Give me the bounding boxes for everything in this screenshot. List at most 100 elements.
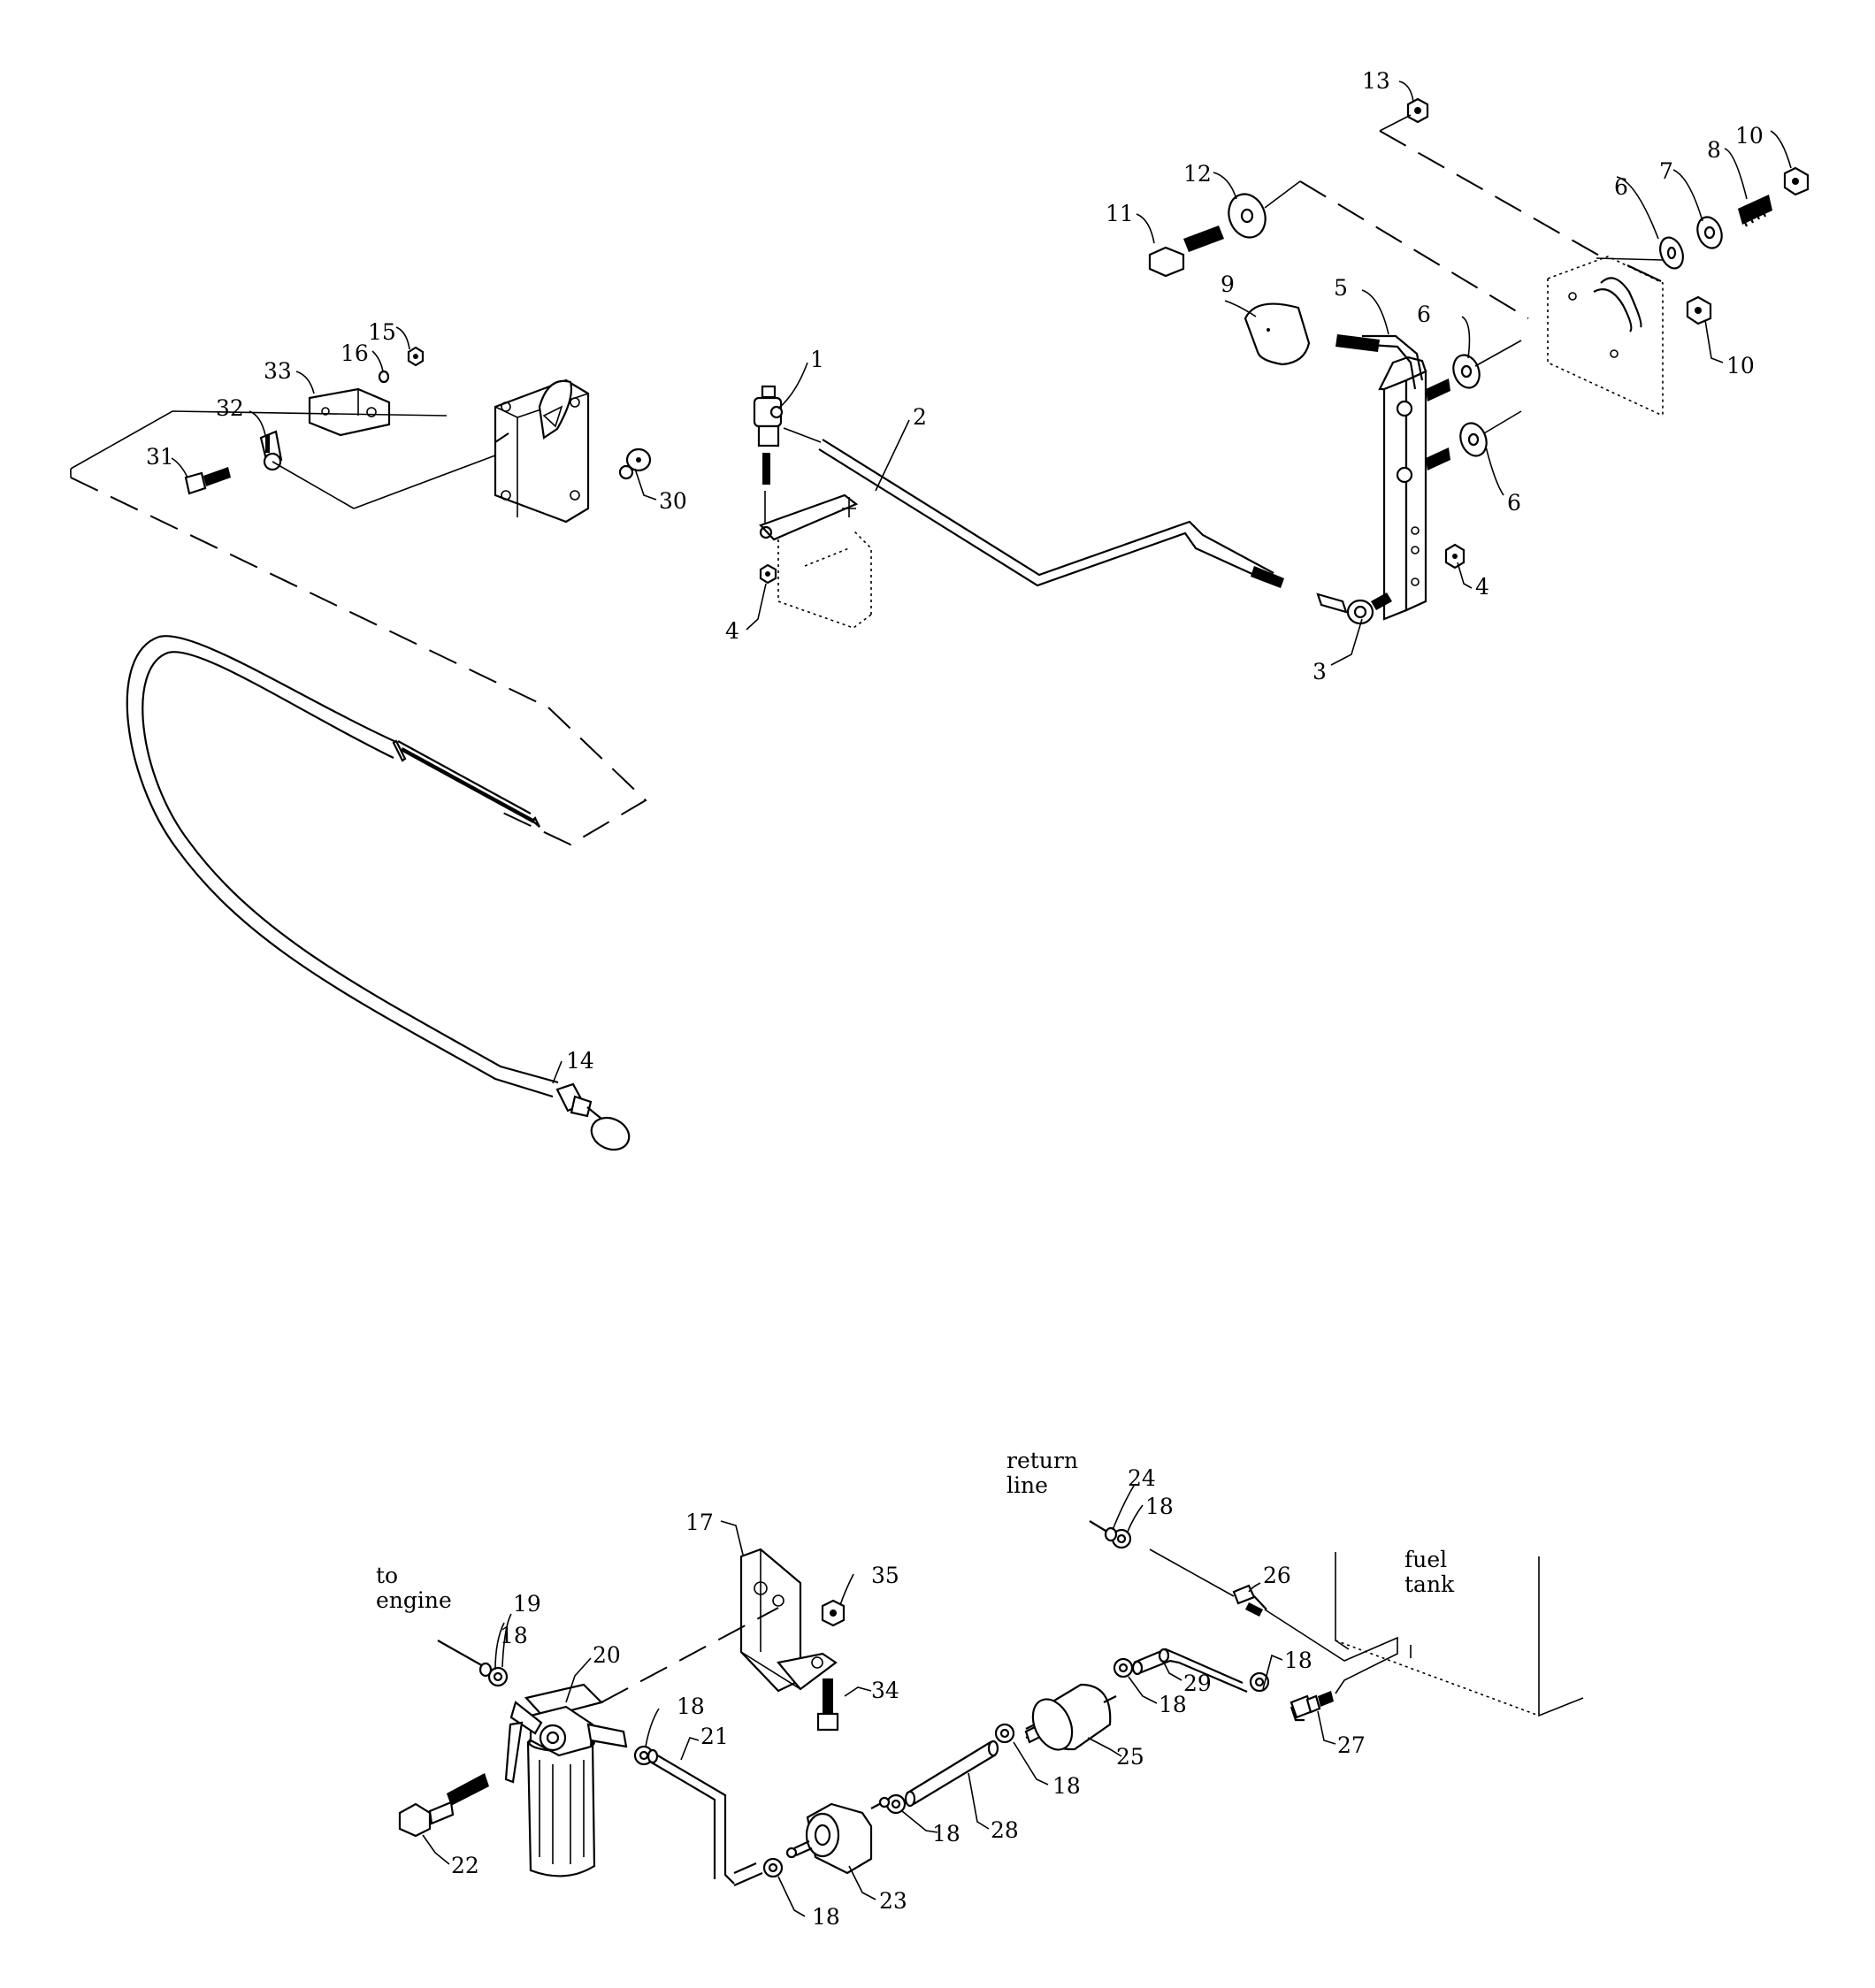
fuel-pump: [785, 1796, 891, 1875]
ball-joint: [753, 385, 784, 526]
callout-31: 31: [146, 444, 174, 470]
callout-labels: 1 2 3 4 4 5 6 6 6 7 8 9 10 10 11 12 13 1…: [146, 68, 1764, 1930]
hose-clamp-filter-inlet: [994, 1723, 1015, 1744]
governor-lever: [1335, 334, 1450, 621]
callout-16: 16: [341, 340, 369, 366]
angle-bracket: [308, 387, 391, 437]
callout-17: 17: [685, 1510, 714, 1535]
callout-13: 13: [1362, 68, 1390, 94]
callout-8: 8: [1707, 137, 1721, 163]
callout-34: 34: [871, 1678, 899, 1703]
hose-clamp-pump-outlet: [885, 1793, 907, 1815]
throttle-cable: [126, 635, 631, 1151]
throttle-mount-plate: [494, 378, 590, 524]
callout-14: 14: [566, 1048, 594, 1074]
large-washer: [1228, 193, 1267, 239]
inline-fuel-filter: [1024, 1683, 1117, 1751]
lever-washer-lower: [1459, 422, 1488, 457]
callout-2: 2: [913, 404, 927, 430]
fuel-system-group: [398, 1520, 1584, 1887]
callout-18-return: 18: [1145, 1494, 1174, 1519]
throttle-link-group: [753, 385, 1284, 629]
return-fitting: [1232, 1584, 1267, 1617]
callout-18-filter-outlet: 18: [677, 1694, 705, 1719]
note-return-line-2: line: [1006, 1472, 1048, 1498]
callout-25: 25: [1116, 1744, 1144, 1770]
callout-22: 22: [451, 1853, 479, 1878]
note-fuel-tank-1: fuel: [1404, 1547, 1447, 1572]
nut-small: [407, 346, 425, 367]
callout-20: 20: [593, 1642, 621, 1668]
callout-26: 26: [1263, 1563, 1291, 1588]
filter-bracket: [739, 1548, 838, 1693]
callout-11: 11: [1106, 201, 1134, 226]
spacer-washer-top: [1659, 236, 1684, 270]
pump-to-filter-hose: [904, 1740, 999, 1808]
callout-7: 7: [1659, 158, 1673, 184]
callout-9: 9: [1221, 271, 1235, 297]
callout-18-inline-filter: 18: [1052, 1773, 1081, 1799]
throttle-arm: [759, 493, 872, 629]
callout-18-pump-inlet: 18: [812, 1904, 840, 1930]
bracket-nut: [821, 1599, 846, 1627]
callout-6-lower: 6: [1507, 490, 1521, 516]
callout-18-engine: 18: [500, 1623, 528, 1648]
plate-nut: [1686, 295, 1712, 325]
note-to-engine-1: to: [376, 1563, 398, 1588]
fuel-filter: [504, 1683, 628, 1877]
callout-19: 19: [513, 1591, 541, 1617]
cable-clamp: [259, 430, 283, 471]
bracket-bolt: [816, 1678, 839, 1732]
callout-12: 12: [1183, 161, 1212, 187]
callout-35: 35: [871, 1563, 899, 1588]
throttle-rod: [783, 427, 1284, 588]
callout-4-right: 4: [1475, 574, 1489, 600]
callout-4-left: 4: [725, 618, 739, 644]
lock-washer-small: [378, 370, 390, 384]
lever-knob: [1244, 302, 1311, 366]
filter-to-pump-hose: [647, 1748, 763, 1887]
callout-6-upper: 6: [1417, 302, 1431, 327]
lever-washer-upper: [1452, 354, 1481, 389]
note-fuel-tank-2: tank: [1404, 1571, 1455, 1597]
leader-lines: [171, 80, 1792, 1917]
return-hose: [1089, 1520, 1118, 1542]
cable-swivel: [618, 447, 652, 480]
callout-3: 3: [1312, 659, 1327, 684]
callout-29: 29: [1183, 1671, 1212, 1696]
spring-nut: [1783, 166, 1810, 196]
note-to-engine-2: engine: [376, 1587, 452, 1613]
callout-32: 32: [216, 395, 244, 421]
fuel-tank: [1335, 1552, 1584, 1717]
clamp-bolt: [184, 467, 231, 495]
hose-clamp-inline-filter-outlet: [1113, 1657, 1134, 1678]
top-nut: [1406, 97, 1429, 124]
callout-18-pump-outlet: 18: [932, 1821, 960, 1847]
tank-valve: [1290, 1691, 1334, 1722]
engine-hose: [437, 1640, 493, 1678]
callout-6-far: 6: [1614, 174, 1628, 200]
governor-lever-group: [1148, 97, 1810, 625]
callout-18-mid: 18: [1159, 1692, 1187, 1717]
hose-clamp-pump-inlet: [762, 1857, 784, 1878]
callout-33: 33: [264, 358, 292, 384]
callout-21: 21: [700, 1724, 729, 1749]
compression-spring: [1738, 195, 1772, 227]
callout-24: 24: [1128, 1465, 1156, 1491]
callout-15: 15: [368, 319, 396, 345]
callout-10-plate: 10: [1726, 353, 1755, 378]
flat-washer: [1696, 216, 1723, 249]
callout-27: 27: [1337, 1732, 1366, 1758]
hose-clamp-engine: [487, 1666, 509, 1687]
throttle-bracket-group: [70, 346, 652, 846]
lever-lock-nut: [1444, 543, 1466, 570]
callout-28: 28: [991, 1817, 1019, 1843]
hose-clamp-tank: [1249, 1671, 1270, 1693]
callout-1: 1: [810, 347, 824, 372]
rod-end: [1316, 593, 1392, 625]
note-return-line-1: return: [1006, 1448, 1078, 1473]
lock-nut: [759, 563, 777, 585]
callout-5: 5: [1334, 275, 1348, 301]
callout-30: 30: [659, 488, 687, 514]
